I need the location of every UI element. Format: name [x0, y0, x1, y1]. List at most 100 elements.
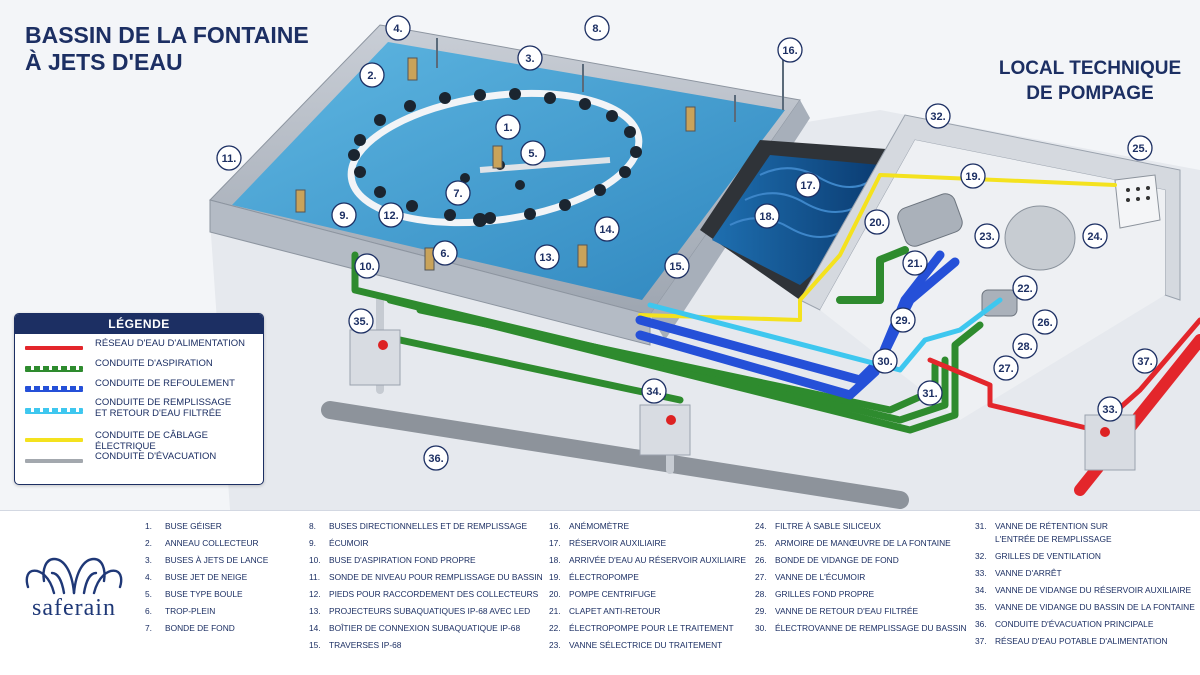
component-number: 14. [309, 623, 321, 633]
basin-title-line-2: À JETS D'EAU [25, 49, 183, 75]
callout-badge: 37. [1132, 348, 1158, 374]
legend-title: LÉGENDE [15, 314, 263, 334]
brand-name: saferain [32, 595, 116, 621]
component-number: 2. [145, 538, 152, 548]
discharge-pipe-2 [635, 257, 960, 400]
component-label: Vanne de vidange du bassin de la fontain… [995, 602, 1195, 612]
callout-badge: 7. [445, 180, 471, 206]
valve-box-33 [1084, 414, 1136, 471]
callout-circle [432, 240, 458, 266]
sand-filter [1004, 205, 1076, 271]
legend-label: Conduite d'évacuation [95, 451, 217, 462]
callout-badge: 29. [890, 307, 916, 333]
component-label: Grilles fond propre [775, 589, 875, 599]
callout-number: 12. [383, 210, 398, 222]
legend-label: Conduite d'aspiration [95, 358, 213, 369]
basin-title: BASSIN DE LA FONTAINE À JETS D'EAU [25, 22, 309, 76]
callout-circle [872, 348, 898, 374]
component-label: Bonde de vidange de fond [775, 555, 899, 565]
component-label: Vanne de l'écumoir [775, 572, 866, 582]
callout-circle [216, 145, 242, 171]
component-label: Trop-plein [165, 606, 216, 616]
component-label: Vanne de vidange du réservoir auxiliaire [995, 585, 1192, 595]
callout-circle [1127, 135, 1153, 161]
legend-label: Conduite de câblage électrique [95, 430, 208, 452]
callout-number: 25. [1132, 143, 1147, 155]
component-number: 10. [309, 555, 321, 565]
callout-circle [1012, 275, 1038, 301]
callout-circle [795, 172, 821, 198]
basin-front-wall [209, 199, 651, 346]
component-label: Réseau d'eau potable d'alimentation [995, 636, 1168, 646]
callout-circle [1132, 348, 1158, 374]
callout-circle [754, 203, 780, 229]
callout-badge: 22. [1012, 275, 1038, 301]
component-number: 32. [975, 551, 987, 561]
component-label: Pieds pour raccordement des collecteurs [329, 589, 539, 599]
legend-row: Conduite de refoulement [25, 378, 260, 398]
component-number: 25. [755, 538, 767, 548]
callout-number: 32. [930, 111, 945, 123]
valve-box-34 [639, 404, 691, 456]
component-label: Buses directionnelles et de remplissage [329, 521, 528, 531]
valve-box-35 [349, 329, 401, 386]
component-label: Grilles de ventilation [995, 551, 1101, 561]
callout-badge: 23. [974, 223, 1000, 249]
callout-badge: 20. [864, 209, 890, 235]
callout-number: 14. [599, 224, 614, 236]
legend-row: Conduite de câblage électrique [25, 430, 260, 452]
callout-circle [495, 114, 521, 140]
component-number: 3. [145, 555, 152, 565]
collector-ring [347, 89, 643, 227]
component-number: 8. [309, 521, 316, 531]
callout-circle [534, 244, 560, 270]
component-label: Anémomètre [569, 521, 630, 531]
callout-circle [331, 202, 357, 228]
legend-row: Réseau d'eau d'alimentation [25, 338, 260, 358]
callout-circle [445, 180, 471, 206]
component-label: Arrivée d'eau au réservoir auxiliaire [569, 555, 746, 565]
cable-conduit [638, 173, 1117, 322]
callout-number: 10. [359, 261, 374, 273]
callout-number: 1. [503, 122, 512, 134]
callout-circle [584, 15, 610, 41]
component-label: Vanne de retour d'eau filtrée [775, 606, 919, 616]
callout-circle [385, 15, 411, 41]
callout-circle [359, 62, 385, 88]
suction-pipe-4 [396, 336, 684, 404]
callout-badge: 30. [872, 348, 898, 374]
component-label: Buse type boule [165, 589, 243, 599]
directional-nozzles [436, 38, 784, 122]
component-number: 17. [549, 538, 561, 548]
control-cabinet [1114, 174, 1161, 229]
suction-pipe-1 [351, 251, 949, 424]
callout-number: 16. [782, 45, 797, 57]
component-number: 6. [145, 606, 152, 616]
callout-badge: 27. [993, 355, 1019, 381]
component-number: 35. [975, 602, 987, 612]
component-label: Bonde de fond [165, 623, 235, 633]
spotlights [295, 57, 696, 271]
callout-circle [423, 445, 449, 471]
callout-circle [594, 216, 620, 242]
callout-circle [777, 37, 803, 63]
component-label: Buse jet de neige [165, 572, 248, 582]
callout-number: 2. [367, 70, 376, 82]
suction-pipe-2 [386, 296, 984, 434]
callout-number: 3. [525, 53, 534, 65]
component-label: Sonde de niveau pour remplissage du bass… [329, 572, 543, 582]
component-number: 26. [755, 555, 767, 565]
component-number: 5. [145, 589, 152, 599]
component-label: Boîtier de connexion subaquatique IP-68 [329, 623, 521, 633]
callout-number: 8. [592, 23, 601, 35]
callout-badge: 8. [584, 15, 610, 41]
callout-number: 7. [453, 188, 462, 200]
callout-badge: 3. [517, 45, 543, 71]
legend-swatch [25, 459, 83, 463]
component-label: Projecteurs subaquatiques IP-68 avec LED [329, 606, 531, 616]
component-number: 15. [309, 640, 321, 650]
component-label: Clapet anti-retour [569, 606, 661, 616]
callout-number: 23. [979, 231, 994, 243]
callout-number: 17. [800, 180, 815, 192]
